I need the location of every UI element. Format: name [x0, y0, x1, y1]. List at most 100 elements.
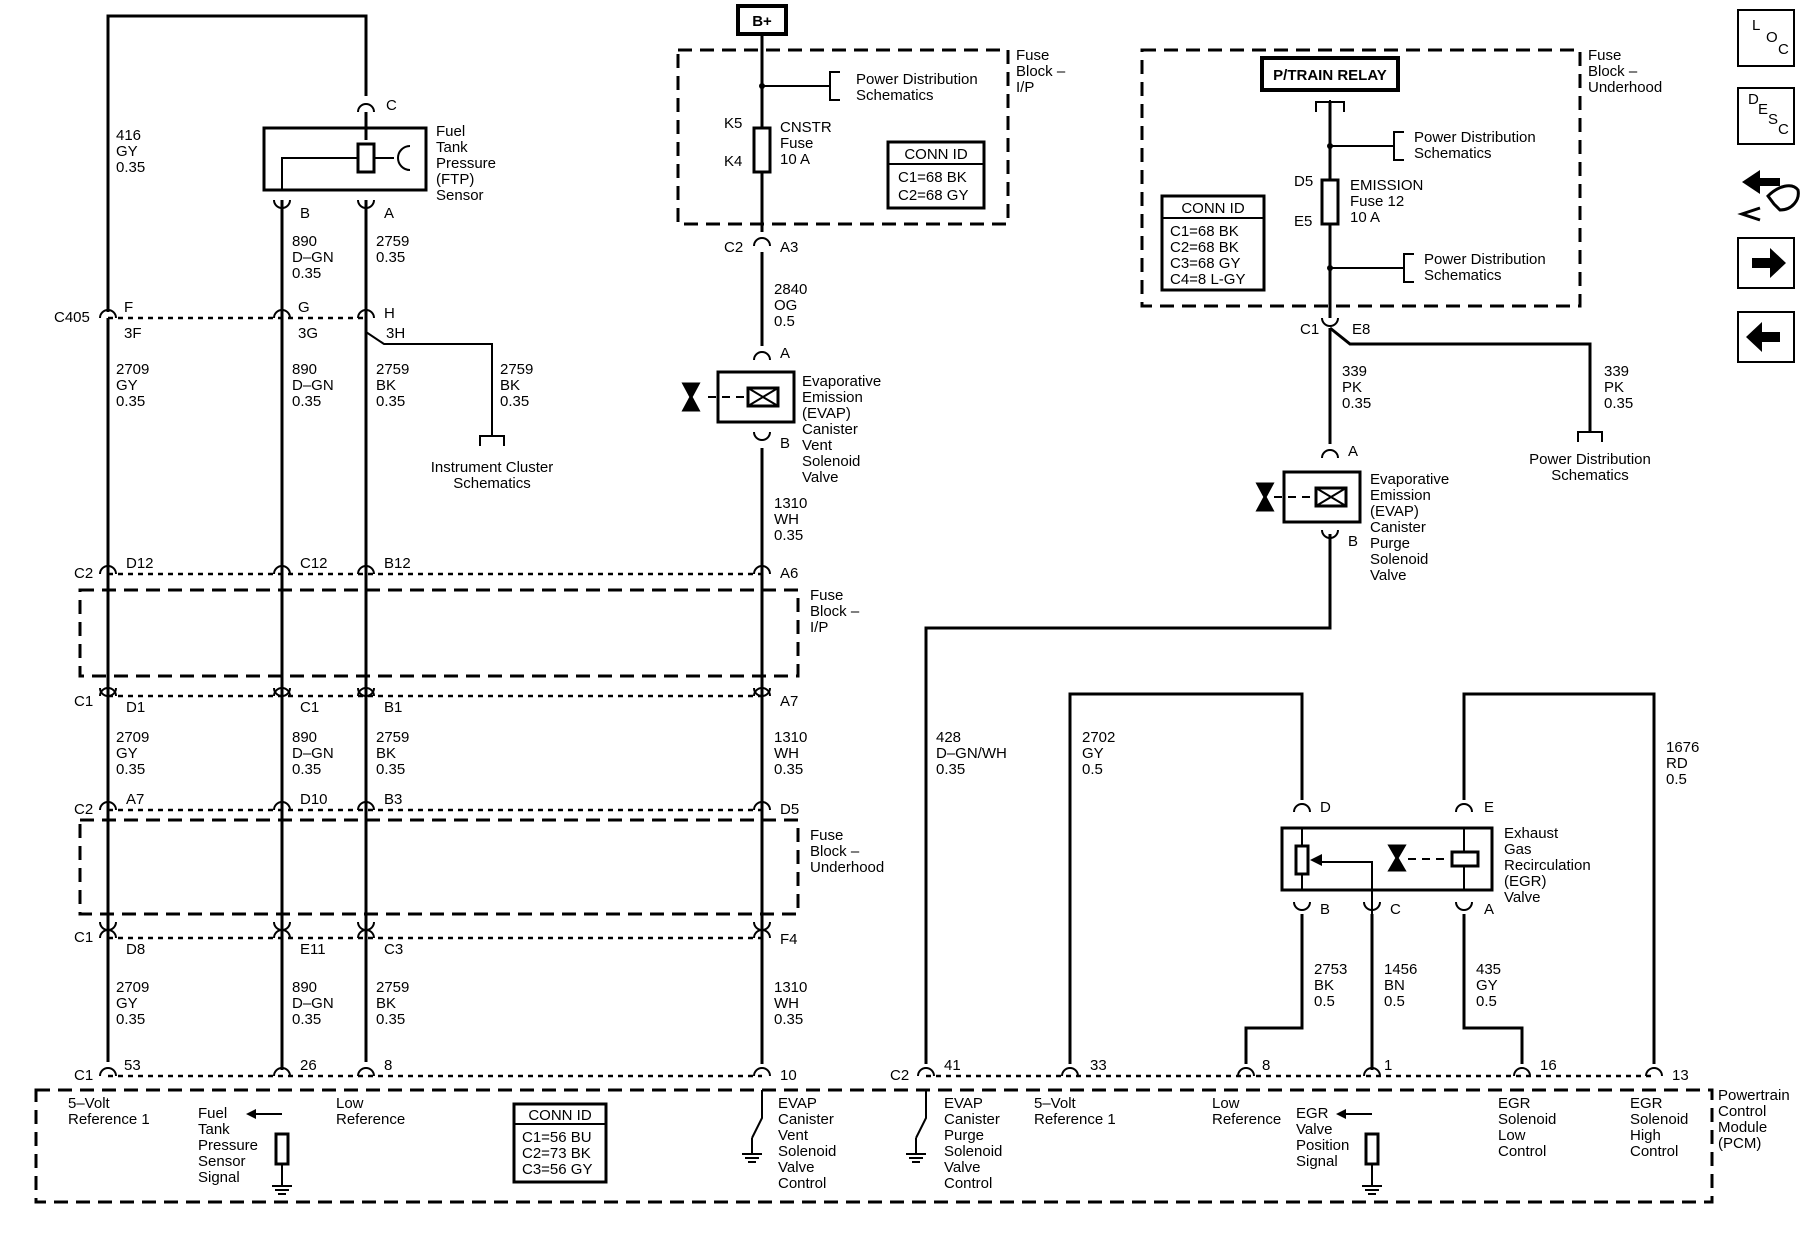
svg-text:33: 33 — [1090, 1057, 1107, 1074]
desc-button[interactable]: D E S C — [1737, 87, 1795, 145]
svg-text:A: A — [384, 205, 394, 222]
arrow-left-icon[interactable] — [1737, 311, 1795, 363]
svg-text:0.35: 0.35 — [936, 761, 965, 778]
svg-text:0.35: 0.35 — [774, 527, 803, 544]
svg-text:(FTP): (FTP) — [436, 171, 474, 188]
svg-text:0.35: 0.35 — [376, 1011, 405, 1028]
svg-text:Exhaust: Exhaust — [1504, 825, 1559, 842]
svg-text:E: E — [1758, 101, 1768, 118]
svg-text:Module: Module — [1718, 1119, 1767, 1136]
svg-text:0.35: 0.35 — [1342, 395, 1371, 412]
svg-text:D5: D5 — [780, 801, 799, 818]
svg-text:Schematics: Schematics — [1551, 467, 1629, 484]
svg-text:0.35: 0.35 — [774, 761, 803, 778]
svg-text:Tank: Tank — [198, 1121, 230, 1138]
svg-text:BK: BK — [376, 377, 396, 394]
svg-text:Vent: Vent — [802, 437, 833, 454]
pcm-enclosure — [34, 1088, 1714, 1204]
svg-text:High: High — [1630, 1127, 1661, 1144]
svg-text:S: S — [1768, 111, 1778, 128]
svg-text:Sensor: Sensor — [436, 187, 484, 204]
svg-text:D–GN: D–GN — [292, 249, 334, 266]
svg-text:Fuse: Fuse — [1016, 47, 1049, 64]
svg-text:0.35: 0.35 — [116, 159, 145, 176]
svg-text:Recirculation: Recirculation — [1504, 857, 1591, 874]
svg-text:Underhood: Underhood — [810, 859, 884, 876]
svg-text:C12: C12 — [300, 555, 328, 572]
svg-text:10 A: 10 A — [780, 151, 810, 168]
svg-text:D8: D8 — [126, 941, 145, 958]
svg-text:2709: 2709 — [116, 361, 149, 378]
svg-text:L: L — [1752, 17, 1760, 34]
svg-text:C405: C405 — [54, 309, 90, 326]
svg-text:Canister: Canister — [1370, 519, 1426, 536]
labels: Fuse Block – I/P Power Distribution Sche… — [54, 47, 1790, 1192]
svg-text:O: O — [1766, 29, 1778, 46]
svg-text:Fuse 12: Fuse 12 — [1350, 193, 1404, 210]
svg-text:Block –: Block – — [810, 603, 860, 620]
ftp-sensor-symbol — [262, 126, 428, 192]
svg-text:0.5: 0.5 — [1384, 993, 1405, 1010]
svg-text:WH: WH — [774, 995, 799, 1012]
connector-end-view-icon[interactable] — [1737, 170, 1800, 222]
svg-text:0.35: 0.35 — [774, 1011, 803, 1028]
svg-text:0.35: 0.35 — [500, 393, 529, 410]
svg-text:0.35: 0.35 — [116, 393, 145, 410]
connector-marks — [99, 103, 1663, 1077]
fuse-block-underhood-enclosure — [1140, 48, 1582, 308]
svg-text:C: C — [1778, 41, 1789, 58]
svg-text:Control: Control — [944, 1175, 992, 1192]
svg-text:P/TRAIN RELAY: P/TRAIN RELAY — [1273, 67, 1387, 84]
svg-text:428: 428 — [936, 729, 961, 746]
svg-text:A: A — [1348, 443, 1358, 460]
svg-text:(EGR): (EGR) — [1504, 873, 1547, 890]
svg-text:C: C — [386, 97, 397, 114]
svg-text:GY: GY — [116, 143, 138, 160]
svg-text:2709: 2709 — [116, 979, 149, 996]
svg-text:GY: GY — [116, 995, 138, 1012]
svg-text:BK: BK — [500, 377, 520, 394]
svg-text:Canister: Canister — [944, 1111, 1000, 1128]
svg-text:D–GN: D–GN — [292, 745, 334, 762]
pcm-internals — [246, 1090, 1382, 1195]
svg-text:0.35: 0.35 — [292, 761, 321, 778]
svg-text:B: B — [1320, 901, 1330, 918]
arrow-right-icon[interactable] — [1737, 237, 1795, 289]
svg-text:Reference 1: Reference 1 — [68, 1111, 150, 1128]
fuse-block-underhood-inline — [78, 818, 800, 916]
svg-text:26: 26 — [300, 1057, 317, 1074]
enclosures — [34, 48, 1714, 1204]
svg-text:Power Distribution: Power Distribution — [1529, 451, 1651, 468]
conn-id-title: CONN ID — [528, 1107, 592, 1124]
svg-text:OG: OG — [774, 297, 797, 314]
svg-text:Control: Control — [778, 1175, 826, 1192]
svg-text:EGR: EGR — [1498, 1095, 1531, 1112]
loc-button[interactable]: L O C — [1737, 9, 1795, 67]
svg-text:C2: C2 — [724, 239, 743, 256]
svg-text:2759: 2759 — [376, 979, 409, 996]
svg-text:Fuse: Fuse — [810, 827, 843, 844]
svg-text:Valve: Valve — [778, 1159, 814, 1176]
svg-text:Signal: Signal — [1296, 1153, 1338, 1170]
svg-text:Solenoid: Solenoid — [1630, 1111, 1688, 1128]
svg-text:K4: K4 — [724, 153, 742, 170]
conn-id-pcm: CONN ID C1=56 BU C2=73 BK C3=56 GY — [512, 1102, 608, 1184]
svg-text:0.35: 0.35 — [116, 1011, 145, 1028]
svg-text:Underhood: Underhood — [1588, 79, 1662, 96]
splice-dots — [759, 83, 1333, 271]
svg-text:1310: 1310 — [774, 495, 807, 512]
svg-text:E8: E8 — [1352, 321, 1370, 338]
svg-text:1676: 1676 — [1666, 739, 1699, 756]
svg-text:8: 8 — [384, 1057, 392, 1074]
conn-id-row: C2=68 BK — [1170, 239, 1239, 256]
svg-text:E: E — [1484, 799, 1494, 816]
svg-text:Schematics: Schematics — [856, 87, 934, 104]
svg-text:Solenoid: Solenoid — [778, 1143, 836, 1160]
svg-text:Solenoid: Solenoid — [802, 453, 860, 470]
svg-text:0.35: 0.35 — [292, 1011, 321, 1028]
svg-text:Valve: Valve — [1370, 567, 1406, 584]
svg-text:Valve: Valve — [1296, 1121, 1332, 1138]
svg-text:10 A: 10 A — [1350, 209, 1380, 226]
svg-text:A7: A7 — [126, 791, 144, 808]
